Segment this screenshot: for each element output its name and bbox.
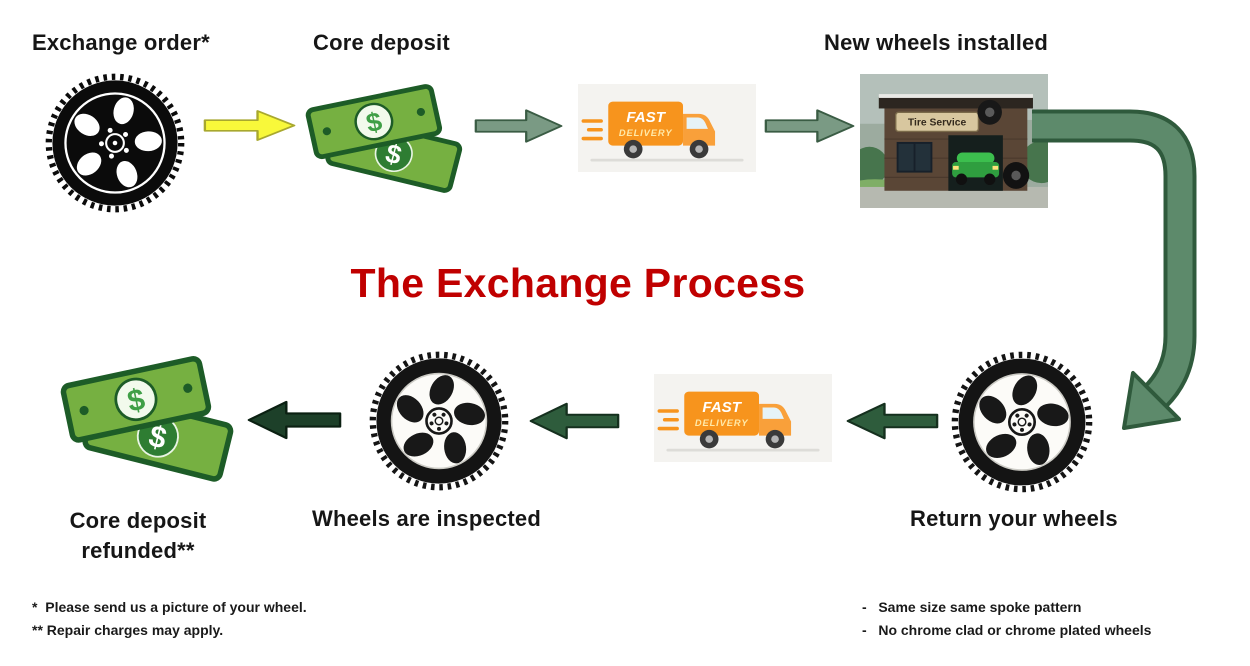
wheels-inspected-label: Wheels are inspected xyxy=(312,506,541,531)
footnote-repair-charges: ** Repair charges may apply. xyxy=(32,622,224,638)
arrow-left-icon xyxy=(846,402,939,440)
core-deposit-money-icon xyxy=(296,72,470,200)
refund-money-icon xyxy=(50,342,242,490)
footnote-same-size: - Same size same spoke pattern xyxy=(862,599,1082,615)
exchange-wheel-icon xyxy=(42,70,188,216)
process-title: The Exchange Process xyxy=(350,260,806,306)
core-deposit-label: Core deposit xyxy=(313,30,450,55)
footnotes-left: * Please send us a picture of your wheel… xyxy=(32,596,307,642)
arrow-left-icon xyxy=(529,402,620,440)
delivery-truck-icon xyxy=(578,84,756,172)
arrow-left-icon xyxy=(247,400,342,440)
return-delivery-truck-icon xyxy=(654,374,832,462)
new-wheels-installed-label: New wheels installed xyxy=(824,30,1049,55)
yellow-arrow-icon xyxy=(203,110,296,141)
footnote-no-chrome: - No chrome clad or chrome plated wheels xyxy=(862,622,1152,638)
core-deposit-refunded-label: Core deposit refunded** xyxy=(69,508,207,563)
inspected-wheel-icon xyxy=(366,348,512,494)
footnotes-right: - Same size same spoke pattern - No chro… xyxy=(862,596,1151,642)
exchange-order-label: Exchange order* xyxy=(32,30,210,55)
arrow-right-icon xyxy=(764,109,855,143)
return-wheel-icon xyxy=(948,348,1096,496)
footnote-wheel-picture: * Please send us a picture of your wheel… xyxy=(32,599,307,615)
arrow-right-icon xyxy=(474,109,563,143)
tire-shop-icon xyxy=(860,74,1048,208)
curved-arrow-icon xyxy=(1032,109,1197,430)
return-your-wheels-label: Return your wheels xyxy=(910,506,1118,531)
